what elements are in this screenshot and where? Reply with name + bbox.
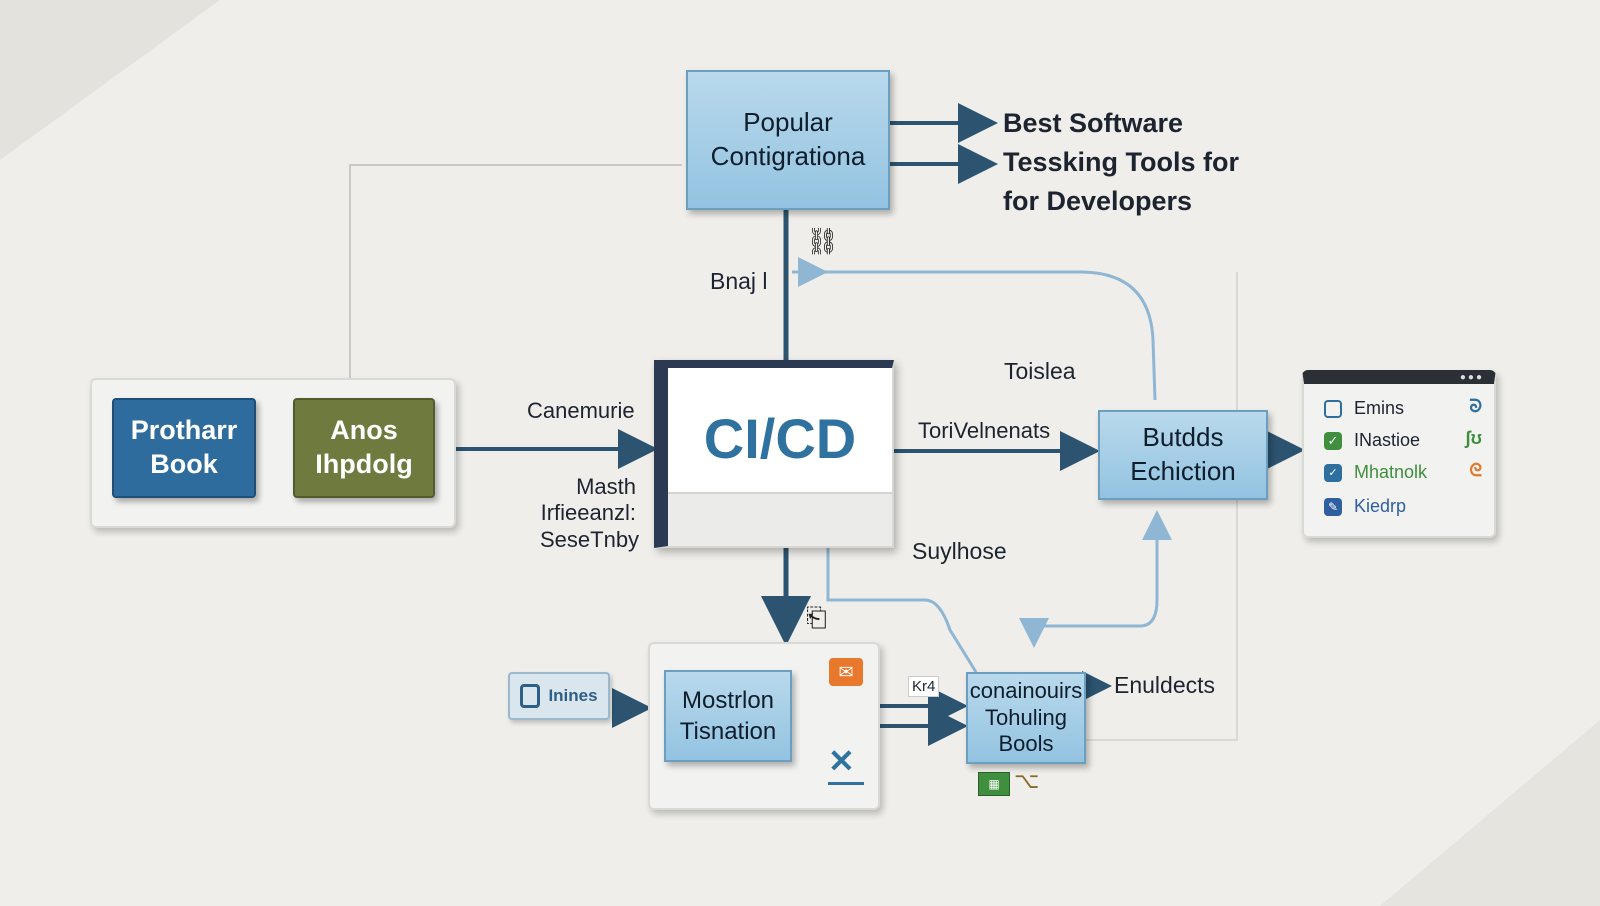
tool-label: INastioe bbox=[1354, 430, 1421, 450]
mostrion-node[interactable]: Mostrlon Tisnation bbox=[664, 670, 792, 762]
pipeline-icon: ⛓ bbox=[806, 226, 840, 256]
suylhose-label: Suylhose bbox=[912, 538, 1007, 564]
box-icon bbox=[1324, 399, 1342, 418]
masth-label: Masth Irfieeanzl: SeseTnby bbox=[540, 474, 640, 552]
canemurie-label: Canemurie bbox=[527, 398, 635, 423]
popular-node[interactable]: Popular Contigrationa bbox=[686, 70, 890, 210]
pen-icon: ✎ bbox=[1324, 497, 1342, 516]
inines-label: Inines bbox=[548, 686, 598, 705]
tools-icon: ✕ bbox=[828, 743, 855, 779]
inines-node[interactable]: Inines bbox=[508, 672, 610, 720]
divider bbox=[828, 782, 864, 785]
code-icon: ʃʊ bbox=[1464, 428, 1482, 448]
tool-item-kiedrp[interactable]: ✎ Kiedrp bbox=[1324, 496, 1406, 517]
tool-item-mhatnolk[interactable]: ✓ Mhatnolk bbox=[1324, 462, 1427, 483]
tool-label: Kiedrp bbox=[1354, 496, 1407, 516]
builds-node[interactable]: Butdds Echiction bbox=[1098, 410, 1268, 500]
tools-panel: ●●● Emins ᘐ ✓ INastioe ʃʊ ✓ Mhatnolk ᘓ ✎… bbox=[1302, 370, 1496, 538]
anos-node[interactable]: Anos Ihpdolg bbox=[293, 398, 435, 498]
prothar-node[interactable]: Protharr Book bbox=[112, 398, 256, 498]
swirl-icon: ᘓ bbox=[1469, 460, 1482, 480]
clipboard-icon bbox=[520, 684, 541, 708]
cicd-title: CI/CD bbox=[703, 406, 857, 470]
best-software-label: Best Software Tessking Tools for for Dev… bbox=[1003, 108, 1240, 217]
mail-icon: ✉ bbox=[829, 658, 863, 686]
tool-item-inastioe[interactable]: ✓ INastioe bbox=[1324, 430, 1420, 451]
continuous-node[interactable]: conainouirs Tohuling Bools bbox=[966, 672, 1086, 764]
bnai-label: Bnaj l bbox=[710, 268, 768, 294]
kh-label: Kr4 bbox=[908, 676, 940, 697]
torivelnenats-label: ToriVelnenats bbox=[918, 418, 1051, 443]
toislea-label: Toislea bbox=[1004, 358, 1076, 384]
tool-label: Mhatnolk bbox=[1354, 462, 1428, 482]
sheet-icon: ▦ bbox=[978, 772, 1010, 796]
link-icon: ᘐ bbox=[1469, 396, 1482, 416]
tool-item-emins[interactable]: Emins bbox=[1324, 398, 1404, 419]
chart-icon: ⌥ bbox=[1014, 768, 1040, 793]
chevron-icon: ✓ bbox=[1324, 463, 1342, 482]
cicd-node[interactable]: CI/CD bbox=[654, 360, 894, 548]
enuldects-label: Enuldects bbox=[1114, 672, 1216, 698]
check-icon: ✓ bbox=[1324, 431, 1342, 450]
tool-label: Emins bbox=[1354, 398, 1405, 418]
document-icon: ⎗ bbox=[806, 602, 827, 632]
